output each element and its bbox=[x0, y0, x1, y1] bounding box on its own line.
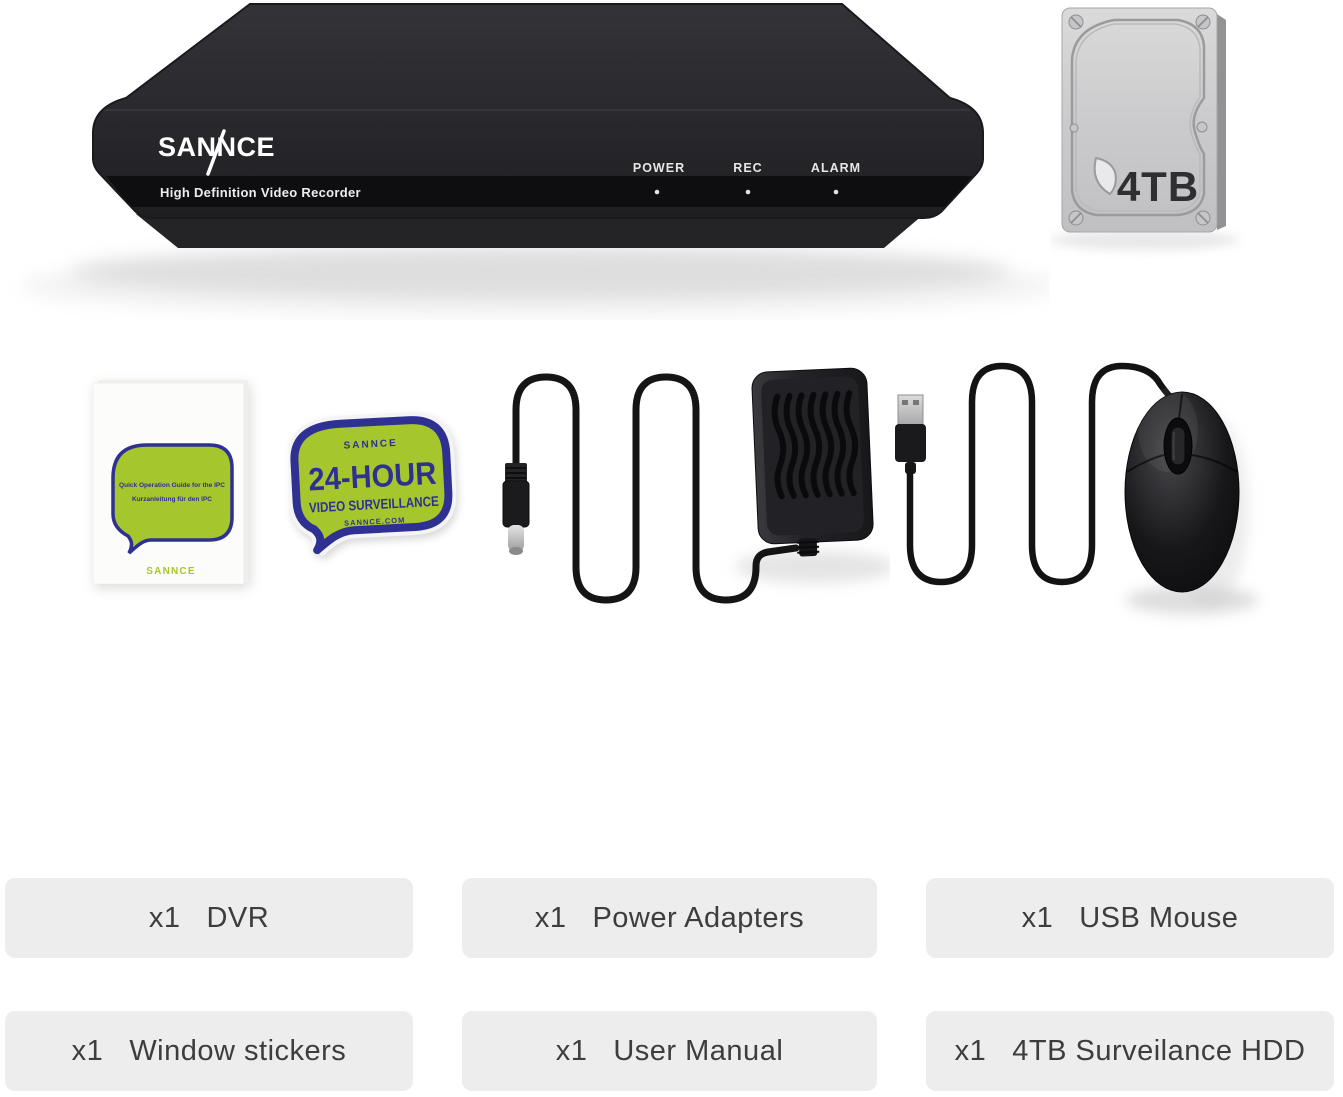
kit-item-label-power-adapters: x1 Power Adapters bbox=[462, 878, 877, 958]
adapter-body bbox=[751, 367, 874, 557]
dc-connector bbox=[502, 463, 530, 555]
item-name: USB Mouse bbox=[1079, 901, 1239, 934]
sticker-title: 24-HOUR bbox=[308, 455, 438, 498]
item-quantity: x1 bbox=[954, 1034, 987, 1067]
kit-items-list: x1 DVR x1 Power Adapters x1 USB Mouse x1… bbox=[5, 878, 1338, 1091]
dvr-base bbox=[136, 214, 924, 248]
item-quantity: x1 bbox=[1021, 901, 1054, 934]
item-name: User Manual bbox=[613, 1034, 784, 1067]
hdd-capacity-label: 4TB bbox=[1117, 163, 1199, 210]
adapter-cable bbox=[512, 373, 800, 604]
dvr-device: SANNCE POWER REC ALARM High Definition V… bbox=[20, 3, 1050, 316]
window-sticker: SANNCE 24-HOUR VIDEO SURVEILLANCE SANNCE… bbox=[290, 412, 457, 557]
dvr-logo-stroke bbox=[206, 129, 226, 176]
item-quantity: x1 bbox=[555, 1034, 588, 1067]
mouse-cable bbox=[906, 362, 1181, 586]
kit-item-label-surveillance-hdd: x1 4TB Surveilance HDD bbox=[926, 1011, 1334, 1091]
kit-item-label-dvr: x1 DVR bbox=[5, 878, 413, 958]
alarm-led bbox=[833, 189, 839, 195]
power-led bbox=[654, 189, 660, 195]
item-name: 4TB Surveilance HDD bbox=[1012, 1034, 1306, 1067]
manual-brand: SANNCE bbox=[146, 566, 195, 577]
item-quantity: x1 bbox=[71, 1034, 104, 1067]
hdd-shadow bbox=[1050, 230, 1240, 250]
kit-item-label-usb-mouse: x1 USB Mouse bbox=[926, 878, 1334, 958]
sticker-brand: SANNCE bbox=[343, 438, 398, 452]
user-manual: Quick Operation Guide for the IPC Kurzan… bbox=[92, 378, 250, 585]
manual-title-en: Quick Operation Guide for the IPC bbox=[119, 482, 225, 489]
dvr-shadow-outer bbox=[20, 256, 1050, 316]
dvr-chassis bbox=[93, 4, 983, 218]
manual-title-de: Kurzanleitung für den IPC bbox=[132, 496, 212, 503]
mouse-shadow bbox=[1126, 586, 1258, 614]
adapter-vents bbox=[771, 390, 859, 500]
dvr-outline bbox=[92, 3, 984, 219]
adapter-shadow bbox=[735, 551, 890, 583]
hdd-screws bbox=[1068, 14, 1211, 226]
dvr-front-strip bbox=[106, 176, 972, 207]
dvr-subtitle: High Definition Video Recorder bbox=[160, 185, 361, 200]
item-name: Power Adapters bbox=[592, 901, 805, 934]
item-name: Window stickers bbox=[129, 1034, 347, 1067]
sticker-website: SANNCE.COM bbox=[344, 516, 406, 528]
hdd-device: 4TB bbox=[1050, 7, 1240, 250]
led-label-rec: REC bbox=[733, 161, 762, 175]
hdd-side bbox=[1217, 14, 1226, 230]
sticker-subtitle: VIDEO SURVEILLANCE bbox=[309, 493, 440, 516]
item-quantity: x1 bbox=[534, 901, 567, 934]
manual-speech-bubble bbox=[111, 443, 234, 555]
power-adapter bbox=[502, 367, 890, 604]
led-label-alarm: ALARM bbox=[811, 161, 861, 175]
kit-item-label-user-manual: x1 User Manual bbox=[462, 1011, 877, 1091]
item-name: DVR bbox=[206, 901, 270, 934]
hdd-contour-inner bbox=[1075, 23, 1201, 212]
kit-item-label-window-stickers: x1 Window stickers bbox=[5, 1011, 413, 1091]
item-quantity: x1 bbox=[148, 901, 181, 934]
sticker-bubble bbox=[290, 416, 453, 555]
hdd-contour bbox=[1070, 18, 1206, 217]
rec-led bbox=[745, 189, 751, 195]
usb-mouse bbox=[895, 362, 1258, 614]
led-label-power: POWER bbox=[633, 161, 685, 175]
usb-plug bbox=[895, 394, 926, 474]
mouse-body bbox=[1124, 388, 1240, 593]
hdd-crescent-detail bbox=[1093, 156, 1117, 196]
